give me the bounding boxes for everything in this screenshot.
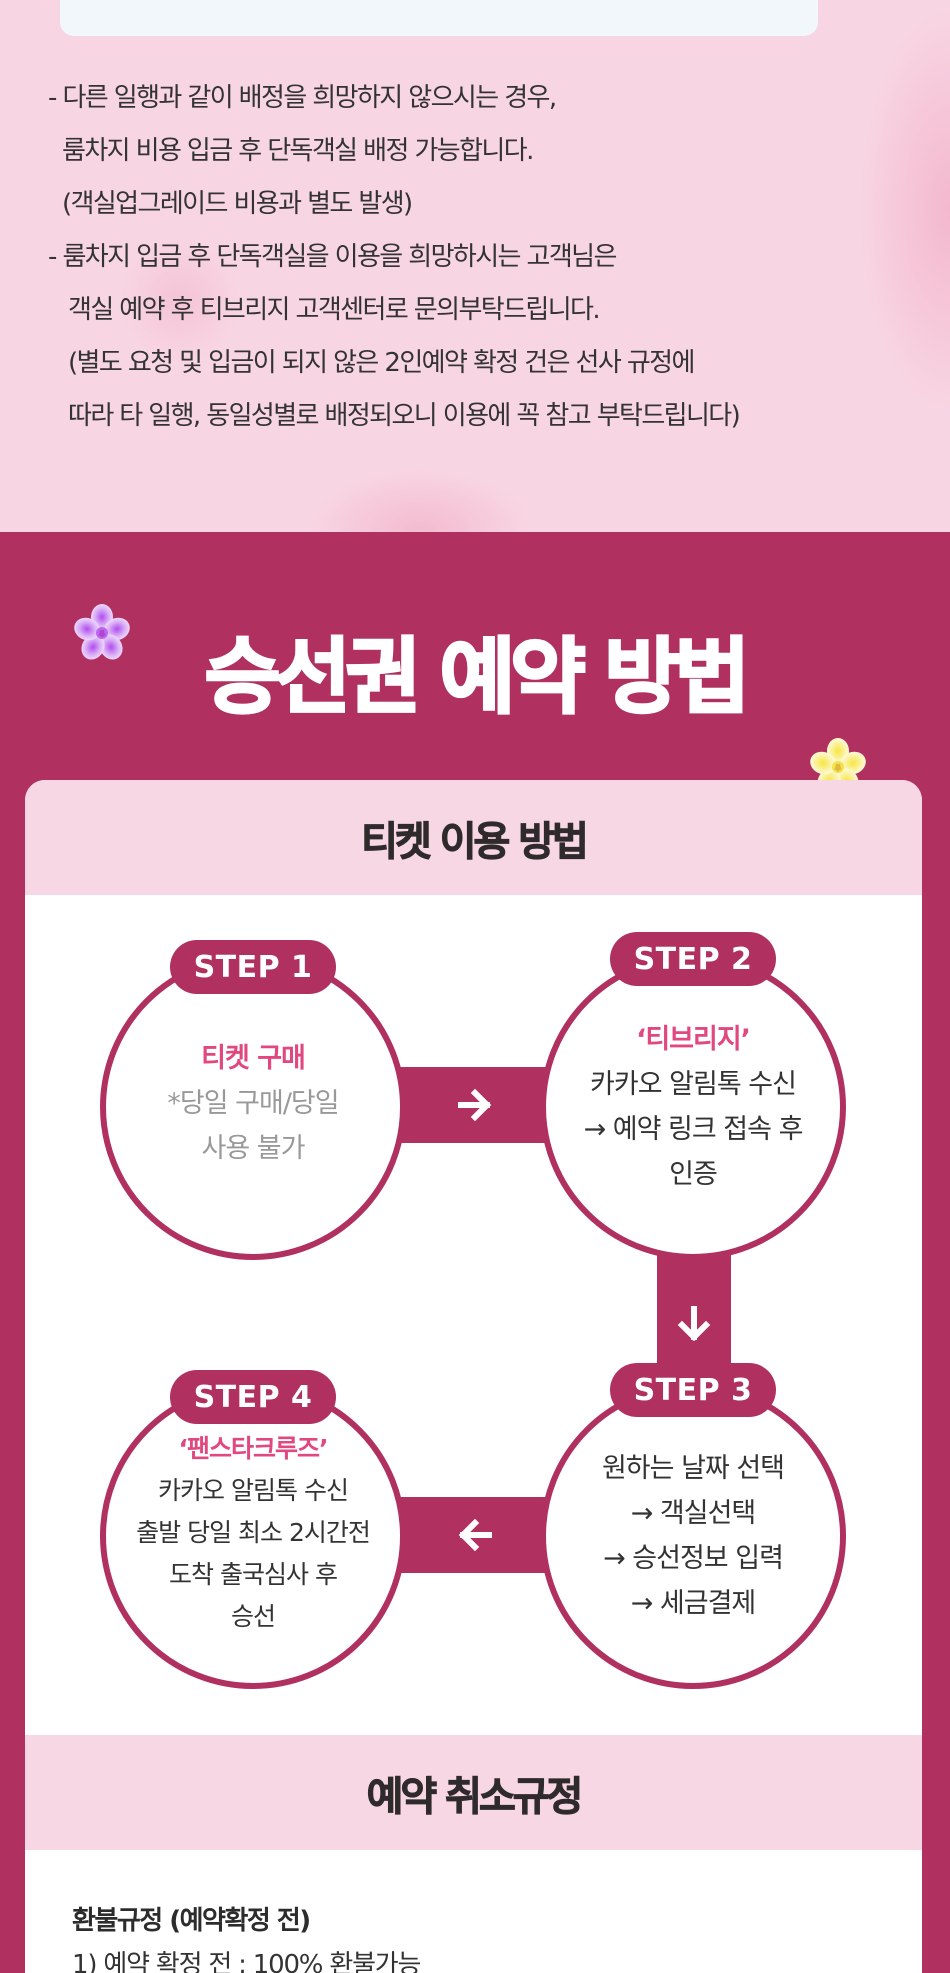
notice-line: 룸차지 비용 입금 후 단독객실 배정 가능합니다.	[62, 136, 534, 166]
step-4-badge: STEP 4	[170, 1370, 336, 1424]
cancellation-header: 예약 취소규정	[25, 1735, 922, 1850]
connector-step3-step4	[400, 1497, 550, 1573]
step-1-title: 티켓 구매	[201, 1042, 306, 1074]
page-title: 승선권 예약 방법	[203, 629, 751, 727]
refund-rule: 1) 예약 확정 전 : 100% 환불가능	[72, 1950, 421, 1973]
step-3-circle: 원하는 날짜 선택 → 객실선택 → 승선정보 입력 → 세금결제	[540, 1383, 846, 1689]
connector-step1-step2	[400, 1067, 550, 1143]
step-2-text: → 예약 링크 접속 후	[583, 1114, 804, 1145]
step-2-badge: STEP 2	[610, 932, 776, 986]
step-1-note: *당일 구매/당일	[167, 1087, 339, 1119]
step-1-badge: STEP 1	[170, 940, 336, 994]
step-4-text: 승선	[230, 1602, 276, 1631]
step-4-text: 출발 당일 최소 2시간전	[136, 1518, 371, 1547]
arrow-right-icon	[458, 1088, 492, 1122]
ticket-usage-header: 티켓 이용 방법	[25, 780, 922, 895]
step-3-text: → 객실선택	[630, 1498, 757, 1529]
step-3-text: → 승선정보 입력	[603, 1543, 784, 1574]
step-2-circle: ‘티브리지’ 카카오 알림톡 수신 → 예약 링크 접속 후 인증	[540, 954, 846, 1260]
step-1-note: 사용 불가	[201, 1132, 306, 1164]
notice-line: 따라 타 일행, 동일성별로 배정되오니 이용에 꼭 참고 부탁드립니다)	[68, 401, 741, 431]
step-3-text: → 세금결제	[630, 1588, 757, 1619]
step-4-text: 카카오 알림톡 수신	[158, 1476, 349, 1505]
step-4-circle: ‘팬스타크루즈’ 카카오 알림톡 수신 출발 당일 최소 2시간전 도착 출국심…	[100, 1383, 406, 1689]
arrow-left-icon	[458, 1518, 492, 1552]
step-2-title: ‘티브리지’	[636, 1024, 751, 1055]
notice-line: - 다른 일행과 같이 배정을 희망하지 않으시는 경우,	[48, 83, 557, 113]
info-card-bottom-edge	[60, 0, 818, 36]
step-3-text: 원하는 날짜 선택	[601, 1453, 785, 1484]
step-2-text: 인증	[669, 1159, 718, 1190]
ticket-usage-title: 티켓 이용 방법	[361, 818, 590, 865]
arrow-down-icon	[677, 1306, 711, 1342]
notice-line: (객실업그레이드 비용과 별도 발생)	[62, 189, 413, 219]
step-4-title: ‘팬스타크루즈’	[178, 1434, 329, 1463]
step-1-circle: 티켓 구매 *당일 구매/당일 사용 불가	[100, 954, 406, 1260]
step-2-text: 카카오 알림톡 수신	[590, 1069, 797, 1100]
notice-line: (별도 요청 및 입금이 되지 않은 2인예약 확정 건은 선사 규정에	[68, 348, 695, 378]
notice-line: 객실 예약 후 티브리지 고객센터로 문의부탁드립니다.	[68, 295, 601, 325]
yellow-flower-icon	[808, 737, 868, 797]
step-3-badge: STEP 3	[610, 1363, 776, 1417]
notice-line: - 룸차지 입금 후 단독객실을 이용을 희망하시는 고객님은	[48, 242, 617, 272]
step-4-text: 도착 출국심사 후	[169, 1560, 338, 1589]
purple-flower-icon	[72, 603, 132, 663]
ticket-info-card: 티켓 이용 방법 티켓 구매 *당일 구매/당일 사용 불가 STEP 1 ‘티…	[25, 780, 922, 1973]
refund-policy-subtitle: 환불규정 (예약확정 전)	[72, 1906, 311, 1936]
room-notice-section: - 다른 일행과 같이 배정을 희망하지 않으시는 경우, 룸차지 비용 입금 …	[0, 0, 950, 532]
cancellation-title: 예약 취소규정	[366, 1773, 584, 1820]
